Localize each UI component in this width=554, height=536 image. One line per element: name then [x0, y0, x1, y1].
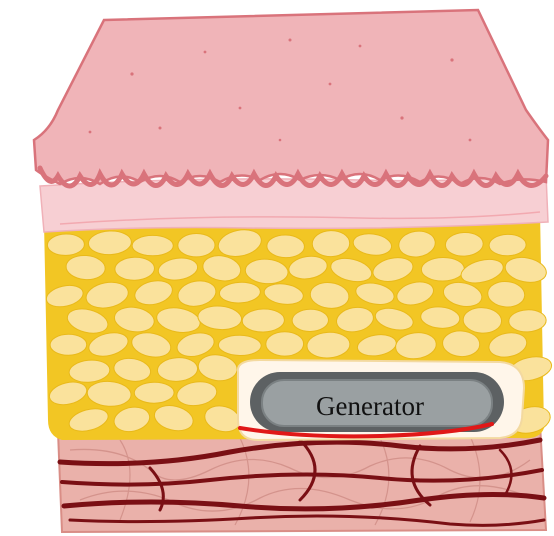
fat-cell [132, 235, 173, 255]
fat-cell [50, 334, 87, 355]
fat-cell [312, 230, 350, 257]
epidermis-layer [34, 10, 548, 186]
fat-cell [292, 309, 329, 332]
generator-device: Generator [250, 372, 504, 432]
fat-cell [267, 235, 305, 259]
fat-cell [489, 234, 527, 256]
fat-cell [218, 335, 261, 356]
fat-cell [421, 257, 464, 281]
fat-cell [178, 233, 215, 257]
generator-label: Generator [316, 391, 424, 421]
fat-cell [134, 382, 174, 403]
fat-cell [266, 332, 304, 357]
